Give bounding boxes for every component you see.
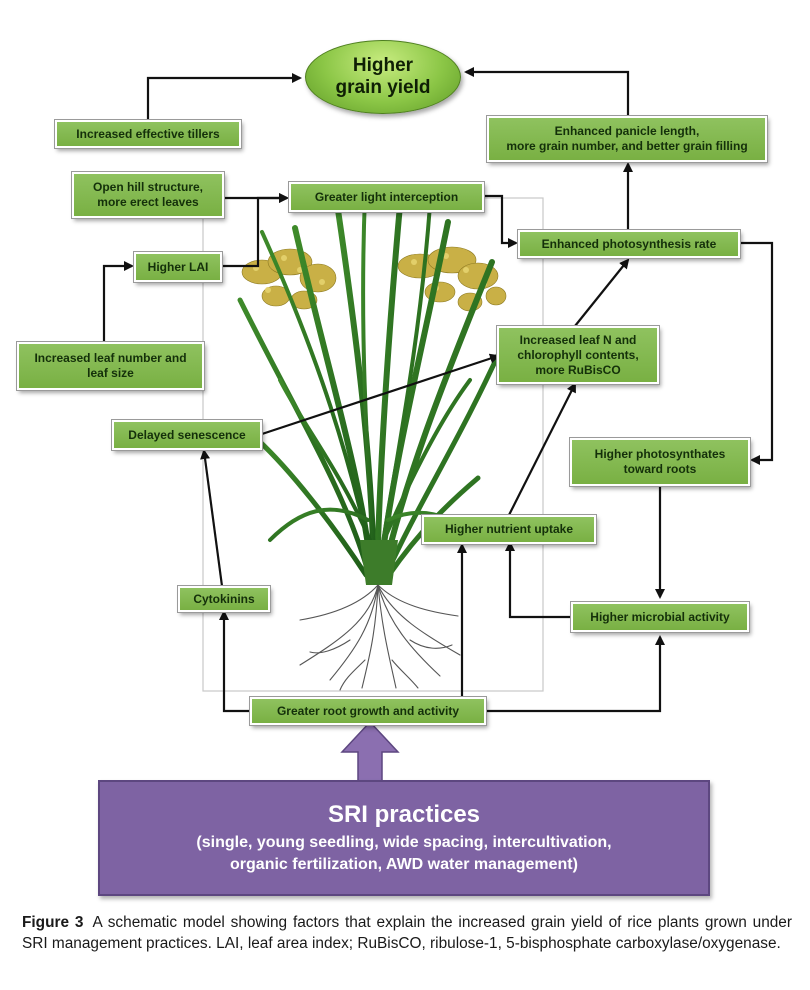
arrow-panicle-to-yield [464, 67, 630, 116]
enhanced-photosynthesis-box: Enhanced photosynthesis rate [518, 230, 740, 258]
sri-title: SRI practices [327, 801, 481, 828]
enhanced-panicle-box: Enhanced panicle length, more grain numb… [487, 116, 767, 162]
sri-detail: (single, young seedling, wide spacing, i… [196, 834, 612, 873]
open-hill-structure-box: Open hill structure, more erect leaves [72, 172, 224, 218]
cytokinins-box: Cytokinins [178, 586, 270, 612]
arrow-leafn-to-photosynthesis [574, 258, 630, 327]
arrow-root-to-microbial [486, 635, 665, 713]
higher-microbial-activity-box: Higher microbial activity [571, 602, 749, 632]
higher-grain-yield-node: Higher grain yield [305, 40, 461, 114]
arrow-photosynthesis-to-photosynthates [740, 241, 774, 465]
greater-root-growth-box: Greater root growth and activity [250, 697, 486, 725]
connector-arrows [102, 67, 774, 713]
sri-practices-box: SRI practices (single, young seedling, w… [98, 780, 710, 896]
arrow-nutrient-to-leafn [507, 382, 576, 518]
arrow-leafnumber-to-lai [102, 261, 134, 342]
increased-leaf-number-box: Increased leaf number and leaf size [17, 342, 204, 390]
arrow-lai-to-light [222, 193, 289, 268]
higher-nutrient-uptake-box: Higher nutrient uptake [422, 515, 596, 544]
arrow-light-to-photosynthesis [484, 194, 518, 248]
increased-leaf-n-box: Increased leaf N and chlorophyll content… [497, 326, 659, 384]
figure-caption: Figure 3 A schematic model showing facto… [22, 912, 792, 954]
higher-photosynthates-box: Higher photosynthates toward roots [570, 438, 750, 486]
arrow-senescence-to-leafn [261, 353, 500, 436]
rice-plant-illustration [237, 194, 508, 691]
arrow-cytokinins-to-senescence [200, 449, 224, 587]
sri-up-arrow [340, 720, 400, 783]
delayed-senescence-box: Delayed senescence [112, 420, 262, 450]
arrow-root-to-cytokinins [219, 610, 250, 713]
arrow-microbial-to-nutrient [505, 541, 571, 619]
increased-effective-tillers-box: Increased effective tillers [55, 120, 241, 148]
higher-lai-box: Higher LAI [134, 252, 222, 282]
greater-light-interception-box: Greater light interception [289, 182, 484, 212]
figure-caption-text: A schematic model showing factors that e… [22, 914, 792, 952]
arrow-tillers-to-yield [146, 73, 302, 120]
figure-label: Figure 3 [22, 914, 84, 931]
